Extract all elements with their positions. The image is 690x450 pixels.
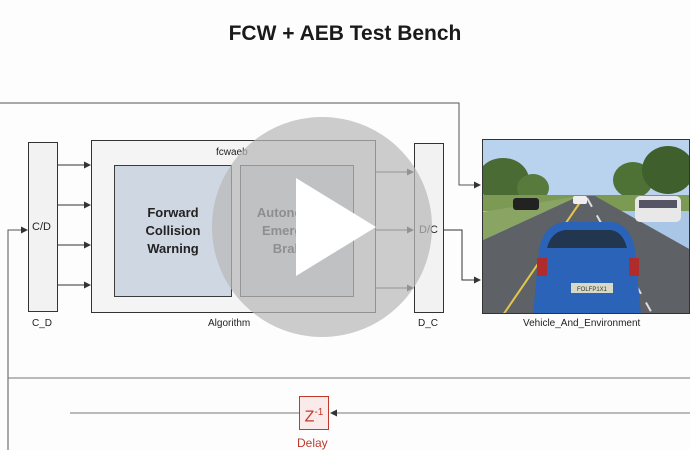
cd-block[interactable]: C/D	[28, 142, 58, 312]
algorithm-caption: Algorithm	[208, 318, 251, 329]
diagram-title: FCW + AEB Test Bench	[228, 22, 462, 45]
algorithm-header: fcwaeb	[216, 147, 248, 158]
driving-scene: FOLFP1X1	[483, 140, 689, 313]
algorithm-block[interactable]: fcwaeb Forward Collision Warning Autonom…	[91, 140, 376, 313]
aeb-subsystem[interactable]: Autonomous Emergency Braking	[240, 165, 354, 297]
vehicle-environment-block[interactable]: FOLFP1X1	[482, 139, 690, 314]
dc-block-caption: D_C	[418, 318, 439, 329]
dc-block-text: D/C	[419, 224, 438, 236]
cd-block-caption: C_D	[32, 318, 53, 329]
delay-block[interactable]: Z-1	[299, 396, 329, 430]
dc-block[interactable]: D/C	[414, 143, 444, 313]
fcw-subsystem[interactable]: Forward Collision Warning	[114, 165, 232, 297]
cd-block-text: C/D	[32, 221, 51, 233]
vehicle-caption: Vehicle_And_Environment	[523, 318, 641, 329]
delay-symbol: Z	[304, 408, 315, 426]
delay-exponent: -1	[314, 407, 324, 418]
aeb-label: Autonomous Emergency Braking	[256, 205, 338, 256]
license-plate: FOLFP1X1	[577, 287, 608, 293]
fcw-label: Forward Collision Warning	[145, 205, 201, 256]
delay-caption: Delay	[297, 436, 328, 450]
